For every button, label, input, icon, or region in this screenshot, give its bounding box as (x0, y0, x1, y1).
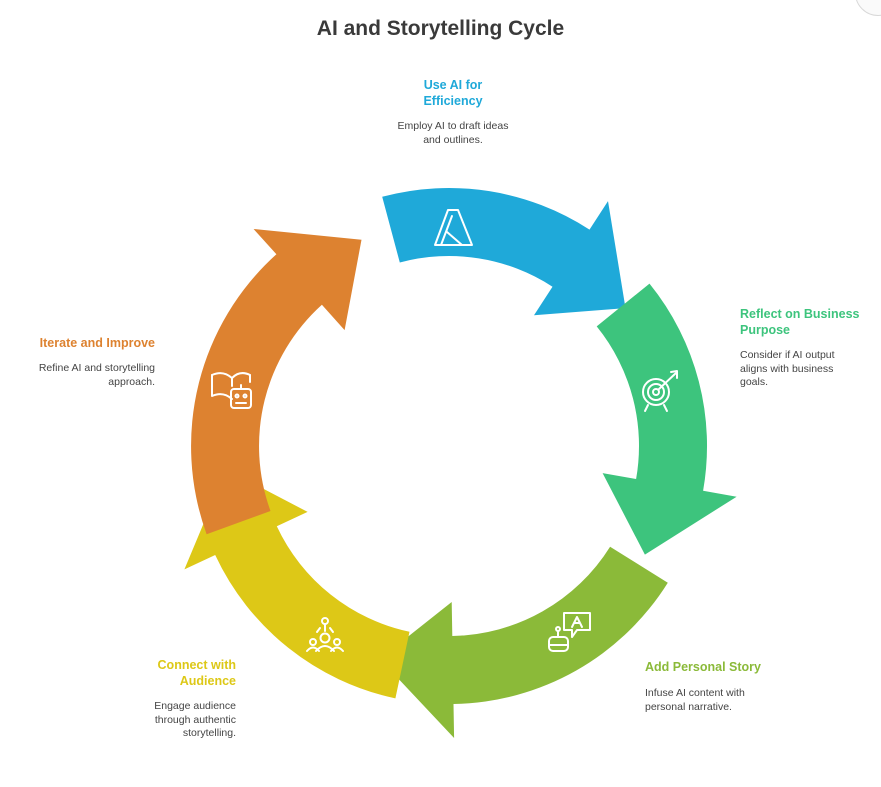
stage-title-use-ai: Use AI for Efficiency (423, 78, 483, 108)
stage-title-connect: Connect with Audience (157, 658, 236, 688)
robot-chat-icon (548, 612, 591, 652)
diagram-title: AI and Storytelling Cycle (316, 17, 565, 40)
stage-title-reflect: Reflect on Business Purpose (740, 307, 860, 337)
arc-reflect (596, 283, 737, 555)
stage-title-iterate: Iterate and Improve (39, 336, 155, 350)
stage-desc-iterate: Refine AI and storytelling approach. (38, 362, 155, 388)
stage-title-personal-story: Add Personal Story (645, 660, 761, 674)
stage-desc-connect: Engage audience through authentic storyt… (154, 700, 236, 739)
stage-desc-use-ai: Employ AI to draft ideas and outlines. (397, 120, 509, 146)
arc-iterate (191, 229, 362, 535)
arc-use-ai (382, 187, 626, 316)
arc-connect (184, 469, 410, 699)
stage-desc-personal-story: Infuse AI content with personal narrativ… (645, 687, 745, 713)
arc-personal-story (379, 546, 668, 738)
ai-logo-icon (434, 209, 473, 246)
target-icon (642, 370, 678, 412)
stage-desc-reflect: Consider if AI output aligns with busine… (740, 349, 835, 388)
audience-icon (306, 617, 344, 652)
book-robot-icon (211, 372, 252, 409)
